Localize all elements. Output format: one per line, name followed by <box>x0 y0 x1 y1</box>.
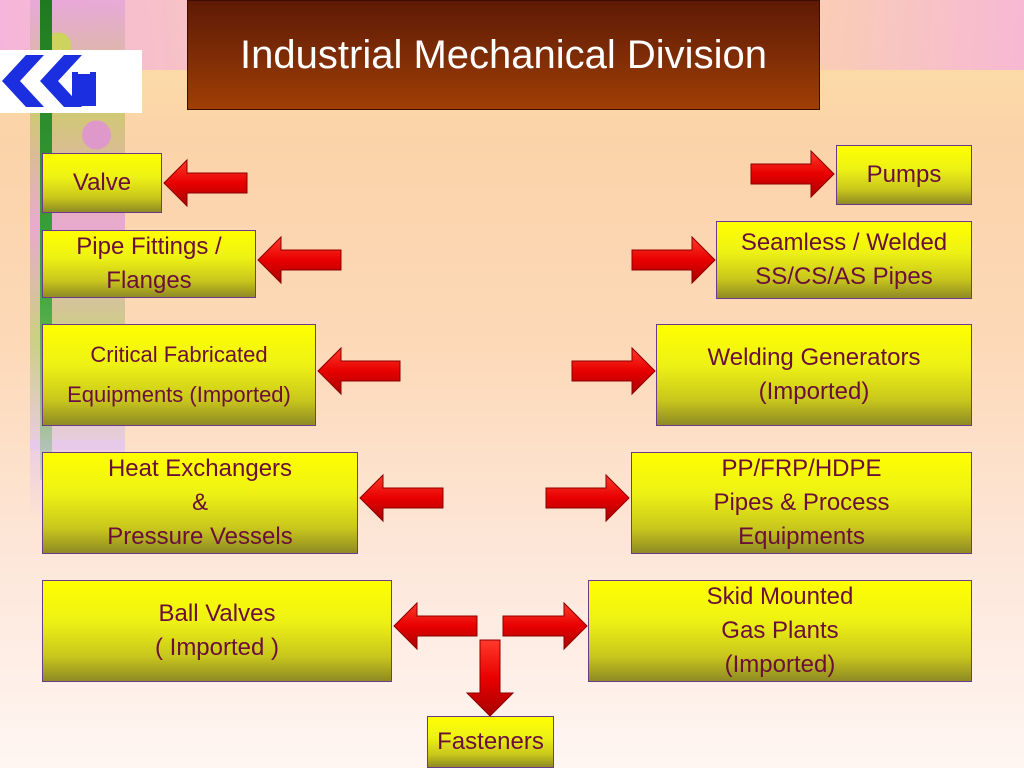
item-fasteners: Fasteners <box>427 716 554 768</box>
arrow-left-icon <box>317 346 401 396</box>
item-label: Heat Exchangers <box>107 455 293 482</box>
item-label: Welding Generators <box>707 344 921 371</box>
item-label: Pumps <box>866 161 942 188</box>
company-logo-icon <box>2 55 96 107</box>
item-label: ( Imported ) <box>154 634 280 661</box>
item-heat-exchangers: Heat Exchangers & Pressure Vessels <box>42 452 358 554</box>
arrow-right-icon <box>545 473 630 523</box>
item-label: Equipments <box>738 523 865 550</box>
arrow-right-icon <box>750 149 835 199</box>
item-ball-valves: Ball Valves ( Imported ) <box>42 580 392 682</box>
item-label: Fasteners <box>437 728 544 755</box>
item-label: (Imported) <box>758 378 870 405</box>
item-label: Critical Fabricated <box>90 342 268 367</box>
item-seamless-pipes: Seamless / Welded SS/CS/AS Pipes <box>716 221 972 299</box>
item-pipe-fittings: Pipe Fittings / Flanges <box>42 230 256 298</box>
item-label: Equipments (Imported) <box>67 382 291 407</box>
page-title-text: Industrial Mechanical Division <box>240 32 767 77</box>
arrow-down-icon <box>465 639 515 717</box>
item-label: Pressure Vessels <box>107 523 293 550</box>
arrow-left-icon <box>393 601 478 651</box>
item-label: Pipe Fittings / <box>76 233 222 260</box>
company-logo <box>0 50 142 113</box>
arrow-left-icon <box>163 158 248 208</box>
item-pumps: Pumps <box>836 145 972 205</box>
item-label: SS/CS/AS Pipes <box>755 263 933 290</box>
item-critical-fabricated: Critical Fabricated Equipments (Imported… <box>42 324 316 426</box>
item-label: Ball Valves <box>158 600 276 627</box>
item-label: PP/FRP/HDPE <box>721 455 882 482</box>
arrow-left-icon <box>359 473 444 523</box>
item-label: Skid Mounted <box>706 583 854 610</box>
item-label: Pipes & Process <box>713 489 890 516</box>
item-label: Flanges <box>106 267 192 294</box>
arrow-right-icon <box>571 346 656 396</box>
arrow-right-icon <box>631 235 716 285</box>
item-label: & <box>191 489 208 516</box>
page-title: Industrial Mechanical Division <box>187 0 820 110</box>
arrow-right-icon <box>502 601 588 651</box>
item-welding-generators: Welding Generators (Imported) <box>656 324 972 426</box>
item-label: Gas Plants <box>721 617 839 644</box>
item-pp-frp-hdpe: PP/FRP/HDPE Pipes & Process Equipments <box>631 452 972 554</box>
item-label: Valve <box>72 169 132 196</box>
item-label: Seamless / Welded <box>740 229 948 256</box>
arrow-left-icon <box>257 235 342 285</box>
item-label: (Imported) <box>724 651 836 678</box>
item-valve: Valve <box>42 153 162 213</box>
item-skid-mounted: Skid Mounted Gas Plants (Imported) <box>588 580 972 682</box>
